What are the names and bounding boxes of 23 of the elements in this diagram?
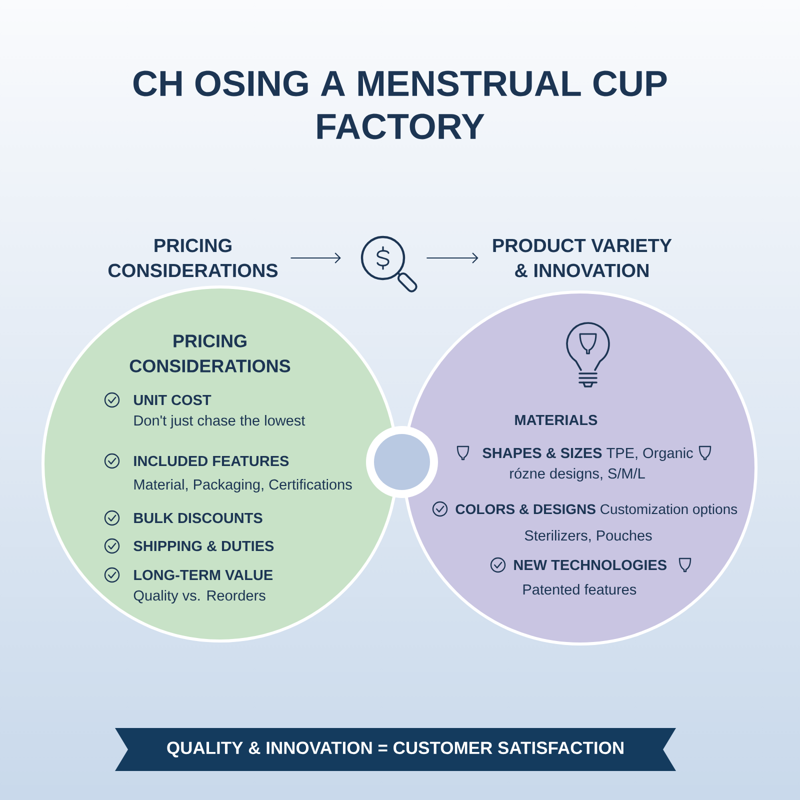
item-description: Material, Packaging, Certifications bbox=[134, 479, 352, 493]
item-title: BULK DISCOUNTS bbox=[134, 512, 262, 524]
item-description: Patented features bbox=[523, 584, 636, 595]
arrow bbox=[290, 252, 341, 264]
arrow bbox=[426, 252, 478, 264]
section-heading: PRICING CONSIDERATIONS bbox=[108, 238, 278, 278]
item-text: COLORS & DESIGNS Customization options bbox=[456, 504, 738, 517]
item-title: INCLUDED FEATURES bbox=[134, 456, 289, 466]
item-description: Quality vs. Reorders bbox=[134, 590, 266, 604]
title: CH OSING A MENSTRUAL CUP FACTORY bbox=[133, 70, 667, 140]
heading: PRICING CONSIDERATIONS bbox=[130, 334, 290, 372]
item-title: UNIT COST bbox=[134, 394, 212, 406]
item-title: NEW TECHNOLOGIES bbox=[514, 560, 666, 570]
small-circle bbox=[366, 426, 438, 498]
item-text: SHAPES & SIZES TPE, Organic bbox=[482, 448, 693, 462]
ribbon-banner: QUALITY & INNOVATION = CUSTOMER SATISFACTION bbox=[115, 728, 676, 771]
item-title: SHIPPING & DUTIES bbox=[134, 540, 274, 552]
section-heading: PRODUCT VARIETY & INNOVATION bbox=[493, 238, 672, 278]
item-description: rózne designs, S/M/L bbox=[510, 468, 645, 482]
item-title: LONG-TERM VALUE bbox=[134, 570, 273, 580]
heading: MATERIALS bbox=[515, 414, 598, 426]
item-description: Sterilizers, Pouches bbox=[524, 530, 652, 542]
item-description: Don't just chase the lowest bbox=[134, 415, 306, 429]
